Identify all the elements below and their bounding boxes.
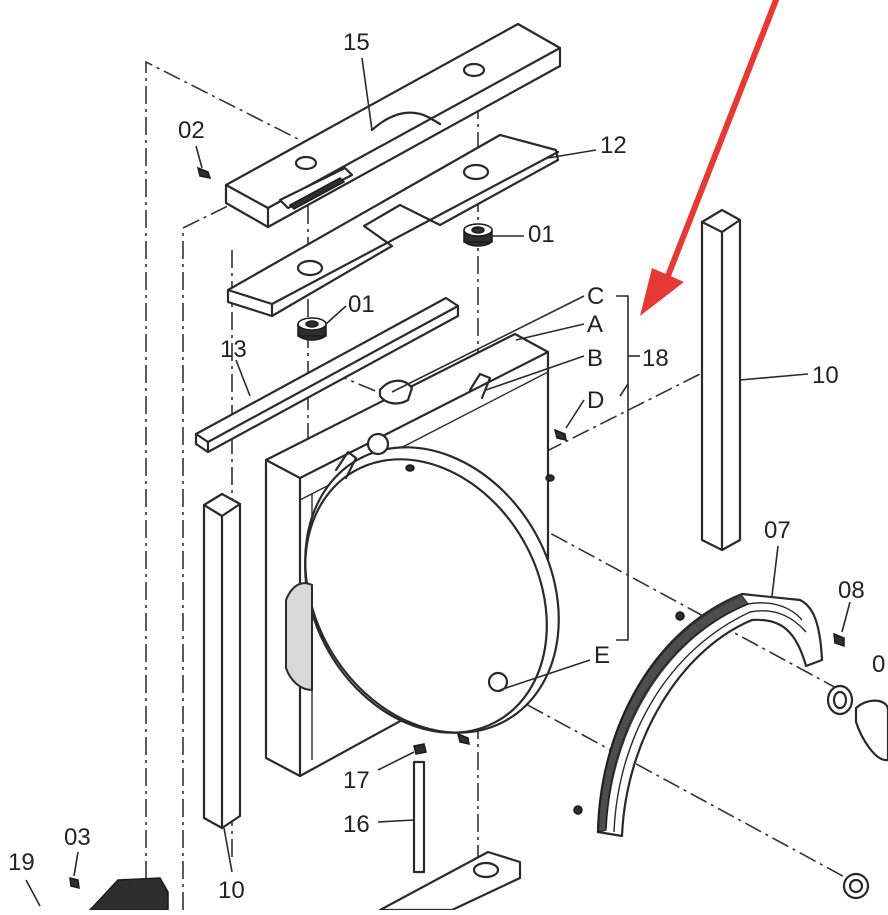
part-02-bolt <box>196 166 212 179</box>
part-07-fan-ring <box>573 592 824 838</box>
hose-clamps-right <box>826 684 888 900</box>
callout-C: C <box>587 283 604 310</box>
part-16-pin <box>412 760 426 874</box>
callout-01a: 01 <box>528 221 555 248</box>
part-17-bolt <box>413 743 427 755</box>
part-15-top-bracket <box>224 22 562 229</box>
part-19-block <box>88 877 169 911</box>
callout-0x: 0 <box>872 651 885 678</box>
callout-03: 03 <box>64 824 91 851</box>
bottom-bracket <box>378 850 522 912</box>
part-08-bolt <box>833 632 845 648</box>
callout-labels: 15 02 12 01 01 13 C A B 18 D 10 07 08 0 … <box>8 29 885 904</box>
part-10-bar-right <box>700 208 742 552</box>
part-13-bar <box>194 296 460 454</box>
callout-10a: 10 <box>812 362 839 389</box>
callout-02: 02 <box>178 117 205 144</box>
callout-15: 15 <box>343 29 370 56</box>
callout-12: 12 <box>600 132 627 159</box>
callout-10b: 10 <box>218 877 245 904</box>
part-18-shroud <box>264 332 560 778</box>
callout-A: A <box>587 311 603 338</box>
callout-D: D <box>587 387 604 414</box>
callout-07: 07 <box>764 517 791 544</box>
leader-lines <box>25 57 851 907</box>
callout-16: 16 <box>343 811 370 838</box>
callout-19: 19 <box>8 849 35 876</box>
part-01-rubber-mount-right <box>463 223 493 247</box>
part-03-bolt <box>69 877 80 889</box>
part-10-bar-left <box>202 492 242 830</box>
callout-01b: 01 <box>348 291 375 318</box>
callout-13: 13 <box>220 336 247 363</box>
callout-E: E <box>594 642 610 669</box>
red-arrow-annotation <box>640 0 779 316</box>
part-01-rubber-mount-left <box>297 317 327 341</box>
callout-B: B <box>587 345 603 372</box>
callout-18: 18 <box>642 345 669 372</box>
callout-08: 08 <box>838 577 865 604</box>
part-12-plate <box>226 133 560 318</box>
callout-17: 17 <box>343 767 370 794</box>
